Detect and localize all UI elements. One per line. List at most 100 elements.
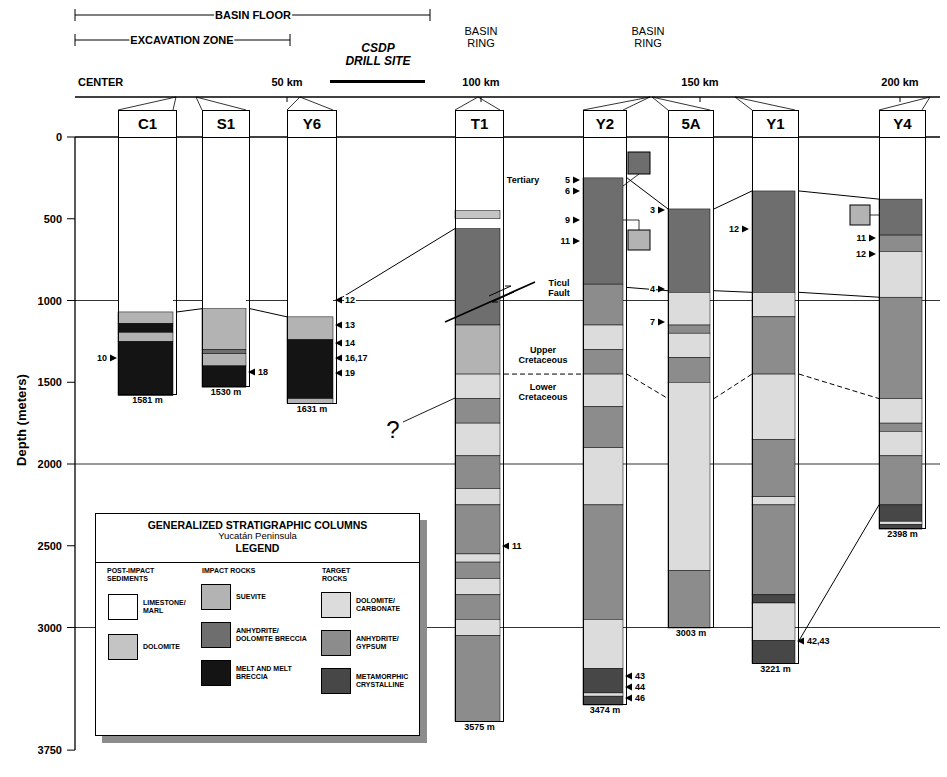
- callout-pointer: [658, 319, 665, 326]
- legend-box: GENERALIZED STRATIGRAPHIC COLUMNSYucatán…: [95, 513, 420, 736]
- legend-swatch: [201, 622, 231, 648]
- correlation-line: [714, 191, 752, 209]
- rock-layer: [455, 456, 500, 489]
- rock-layer: [879, 297, 922, 398]
- callout-pointer: [869, 235, 876, 242]
- axis-tick: [67, 627, 75, 628]
- rock-layer: [455, 595, 500, 620]
- rock-layer: [668, 358, 710, 383]
- rock-layer: [752, 603, 795, 641]
- correlation-line: [627, 287, 668, 290]
- column-name: Y4: [880, 111, 925, 138]
- scale-label: 100 km: [461, 76, 500, 88]
- ring-label: BASIN RING: [622, 25, 674, 50]
- site-label: CSDP DRILL SITE: [344, 42, 412, 69]
- rock-layer: [455, 325, 500, 374]
- sample-leader: [623, 174, 639, 186]
- total-depth: 3474 m: [590, 706, 621, 716]
- legend-group-label: IMPACT ROCKS: [201, 567, 293, 575]
- drill-column: Y42398 m: [879, 110, 926, 529]
- rock-layer: [455, 211, 500, 219]
- rock-layer: [455, 374, 500, 399]
- column-ground: [202, 110, 246, 387]
- rock-layer: [583, 505, 623, 619]
- rock-layer: [455, 399, 500, 424]
- location-leader: [478, 97, 500, 110]
- axis-title: Depth (meters): [15, 373, 30, 467]
- callout-pointer: [573, 188, 580, 195]
- callout-number: 3: [649, 205, 656, 215]
- total-depth: 3003 m: [676, 629, 707, 639]
- depth-gridline: [75, 464, 940, 465]
- rock-layer: [668, 325, 710, 333]
- column-name: 5A: [669, 111, 713, 138]
- legend-text: MELT AND MELT BRECCIA: [236, 665, 314, 681]
- rock-layer: [752, 317, 795, 374]
- legend-text: ANHYDRITE/ DOLOMITE BRECCIA: [236, 627, 314, 643]
- rock-layer: [287, 340, 333, 399]
- drill-column: Y61631 m: [287, 110, 337, 404]
- rock-layer: [455, 229, 500, 325]
- location-leader: [173, 97, 176, 110]
- total-depth: 1581 m: [132, 396, 163, 406]
- rock-layer: [752, 497, 795, 505]
- correlation-line: [799, 505, 879, 641]
- fault-motion-arrow: [492, 292, 514, 302]
- total-depth: 3575 m: [464, 723, 495, 733]
- column-ground: [668, 110, 710, 628]
- correlation-line: [714, 291, 752, 293]
- rock-layer: [752, 374, 795, 439]
- callout-pointer: [869, 251, 876, 258]
- rock-layer: [118, 341, 173, 395]
- callout-number: 10: [96, 353, 108, 363]
- axis-tick: [67, 750, 75, 751]
- location-leader: [118, 97, 176, 110]
- column-name: Y2: [584, 111, 626, 138]
- callout-number: 43: [634, 671, 646, 681]
- callout-number: 5: [564, 175, 571, 185]
- legend-title: GENERALIZED STRATIGRAPHIC COLUMNS: [96, 514, 419, 531]
- rock-layer: [583, 284, 623, 325]
- column-ground: [287, 110, 333, 404]
- location-leader: [196, 97, 246, 110]
- callout-pointer: [742, 226, 749, 233]
- depth-label: 0: [55, 131, 63, 143]
- drill-column: T13575 m: [455, 110, 504, 722]
- drill-column: S11530 m: [202, 110, 250, 387]
- location-leader: [652, 97, 710, 110]
- axis-tick: [67, 382, 75, 383]
- callout-number: 11: [559, 236, 571, 246]
- rock-layer: [583, 350, 623, 375]
- scale-tick: [287, 97, 288, 102]
- sample-box: [628, 230, 650, 250]
- column-ground: [752, 110, 795, 664]
- axis-tick: [67, 218, 75, 219]
- location-leader: [922, 97, 930, 110]
- legend-group-label: POST-IMPACT SEDIMENTS: [106, 567, 188, 583]
- drill-column: Y13221 m: [752, 110, 799, 664]
- rock-layer: [879, 431, 922, 456]
- correlation-line: [627, 374, 668, 399]
- column-name: C1: [119, 111, 176, 138]
- sample-leader: [623, 220, 639, 230]
- scale-label: CENTER: [77, 76, 124, 88]
- legend-text: DOLOMITE: [143, 643, 198, 651]
- callout-number: 12: [855, 249, 867, 259]
- callout-number: 44: [634, 682, 646, 692]
- rock-layer: [668, 570, 710, 628]
- period-label: Upper Cretaceous: [512, 345, 574, 365]
- sample-box: [850, 205, 870, 225]
- rock-layer: [583, 325, 623, 350]
- scale-bar: [75, 96, 940, 98]
- callout-pointer: [573, 217, 580, 224]
- rock-layer: [583, 448, 623, 505]
- callout-number: 9: [564, 215, 571, 225]
- depth-label: 3000: [37, 621, 63, 633]
- callout-pointer: [658, 286, 665, 293]
- total-depth: 2398 m: [887, 530, 918, 540]
- region-label: BASIN FLOOR: [214, 9, 292, 21]
- legend-text: LIMESTONE/ MARL: [143, 599, 198, 615]
- axis-tick: [67, 464, 75, 465]
- sample-leader: [870, 215, 879, 216]
